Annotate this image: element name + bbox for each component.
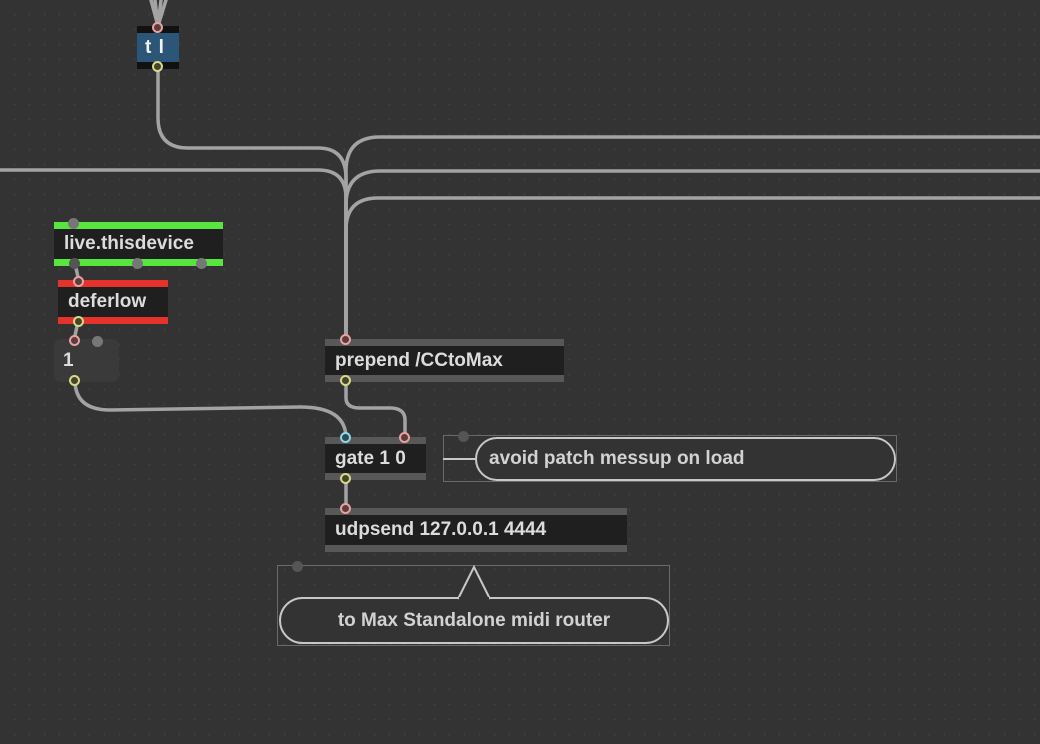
speech-bubble-pointer: [457, 564, 491, 601]
comment-bubble-avoid[interactable]: avoid patch messup on load: [475, 437, 896, 481]
prepend-outlet[interactable]: [340, 375, 351, 386]
deferlow-outlet[interactable]: [73, 316, 84, 327]
comment-bubble-router[interactable]: to Max Standalone midi router: [279, 597, 669, 644]
patch-cord[interactable]: [73, 378, 348, 440]
deferlow-object[interactable]: deferlow: [58, 280, 168, 324]
trigger-object-label: t l: [145, 36, 165, 58]
thisdevice-inlet[interactable]: [68, 218, 79, 229]
udpsend-label: udpsend 127.0.0.1 4444: [335, 519, 547, 540]
comment-handle-router[interactable]: [292, 561, 303, 572]
prepend-inlet[interactable]: [340, 334, 351, 345]
prepend-object[interactable]: prepend /CCtoMax: [325, 339, 564, 382]
gate-object[interactable]: gate 1 0: [325, 437, 426, 480]
comment-avoid-text: avoid patch messup on load: [489, 448, 745, 469]
patch-cord[interactable]: [344, 135, 1040, 342]
message-outlet[interactable]: [69, 375, 80, 386]
gate-outlet[interactable]: [340, 473, 351, 484]
prepend-label: prepend /CCtoMax: [335, 349, 503, 371]
patch-cord[interactable]: [344, 169, 1040, 342]
udpsend-object[interactable]: udpsend 127.0.0.1 4444: [325, 508, 627, 552]
patch-cord[interactable]: [156, 66, 348, 342]
comment-frame-router[interactable]: [277, 565, 670, 646]
message-inlet-left[interactable]: [69, 335, 80, 346]
thisdevice-outlet-mid[interactable]: [132, 258, 143, 269]
live-thisdevice-label: live.thisdevice: [64, 233, 194, 254]
patch-cord[interactable]: [156, 0, 168, 28]
gate-inlet-left[interactable]: [340, 432, 351, 443]
deferlow-inlet[interactable]: [73, 276, 84, 287]
gate-label: gate 1 0: [335, 447, 406, 469]
patch-cord[interactable]: [344, 196, 1040, 342]
comment-handle-avoid[interactable]: [458, 431, 469, 442]
message-box-1[interactable]: 1: [54, 339, 119, 382]
message-inlet-right[interactable]: [92, 336, 103, 347]
thisdevice-outlet-left[interactable]: [69, 258, 80, 269]
trigger-outlet[interactable]: [152, 61, 163, 72]
patch-cord[interactable]: [344, 378, 407, 440]
thisdevice-outlet-right[interactable]: [196, 258, 207, 269]
message-box-1-label: 1: [63, 349, 74, 371]
deferlow-label: deferlow: [68, 291, 147, 312]
udpsend-inlet[interactable]: [340, 503, 351, 514]
comment-connector: [443, 458, 477, 460]
comment-router-text: to Max Standalone midi router: [337, 609, 611, 631]
trigger-inlet[interactable]: [152, 22, 163, 33]
gate-inlet-right[interactable]: [399, 432, 410, 443]
